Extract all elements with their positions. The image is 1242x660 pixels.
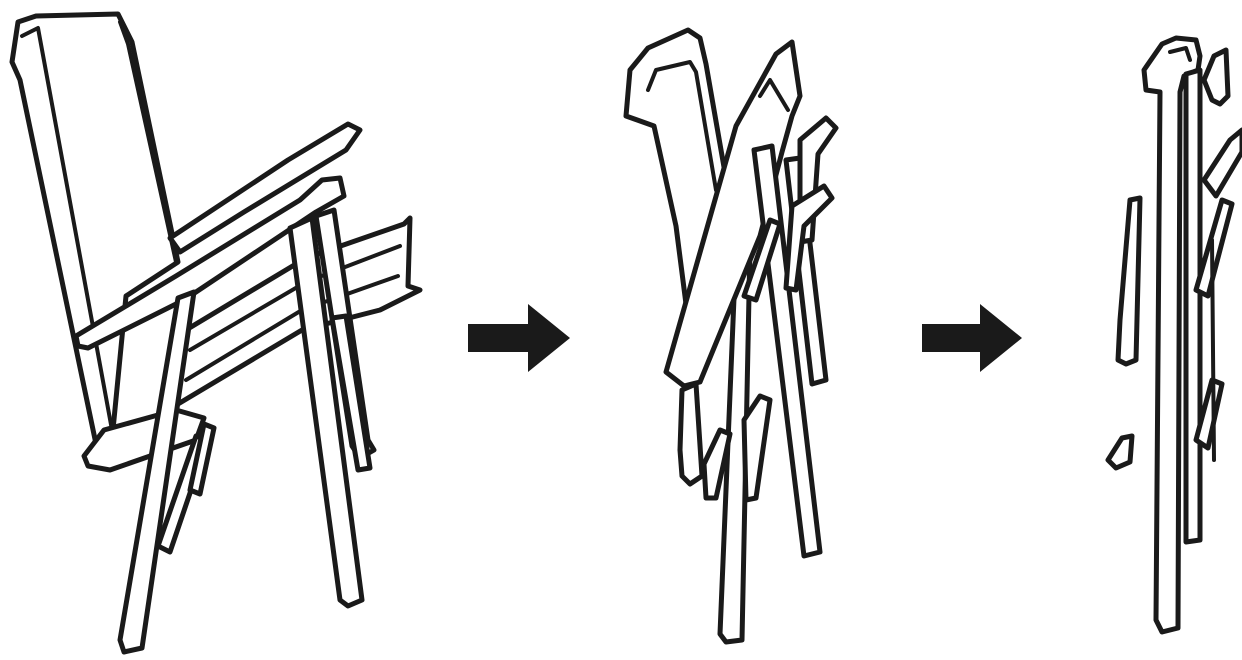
chair-seat-panel-line xyxy=(758,78,790,112)
chair-foot-piece xyxy=(1105,433,1135,471)
chair-far-rear-leg xyxy=(329,313,373,473)
chair-cross-brace xyxy=(741,217,783,303)
chair-backrest xyxy=(1141,35,1203,635)
chair-backrest-inner xyxy=(1168,46,1192,62)
chair-far-armrest xyxy=(167,121,363,255)
chair-backrest-inner xyxy=(20,26,114,432)
chair-seat-top xyxy=(1201,47,1231,107)
chair-armrest xyxy=(1201,127,1242,199)
chair-cross-brace-2 xyxy=(741,393,773,503)
chair-backrest xyxy=(9,11,181,447)
chair-seat-panel xyxy=(663,39,803,389)
chair-front-leg xyxy=(1183,67,1203,545)
chair-seat-edge xyxy=(1115,195,1143,367)
right-arrow-icon xyxy=(922,304,1022,372)
chair-unfolded xyxy=(9,11,423,655)
chair-near-front-leg xyxy=(117,289,197,655)
chair-cross-brace-2 xyxy=(187,421,217,497)
right-arrow-icon xyxy=(468,304,570,372)
chair-cross-brace-3 xyxy=(701,427,733,501)
chair-inner-bar xyxy=(1210,238,1216,462)
chair-armrest-lower xyxy=(783,183,835,293)
chair-near-rear-leg xyxy=(287,215,365,609)
chair-near-armrest xyxy=(73,175,347,351)
chair-backrest-edge xyxy=(118,20,178,264)
chair-backrest-inner xyxy=(646,60,718,192)
chair-partially-folded xyxy=(623,27,839,645)
chair-fully-folded xyxy=(1105,35,1242,635)
chair-cross-brace-2 xyxy=(1193,377,1225,451)
chair-rear-leg-left xyxy=(677,381,705,487)
step-arrow-2 xyxy=(922,304,1022,372)
step-arrow-1 xyxy=(468,304,570,372)
